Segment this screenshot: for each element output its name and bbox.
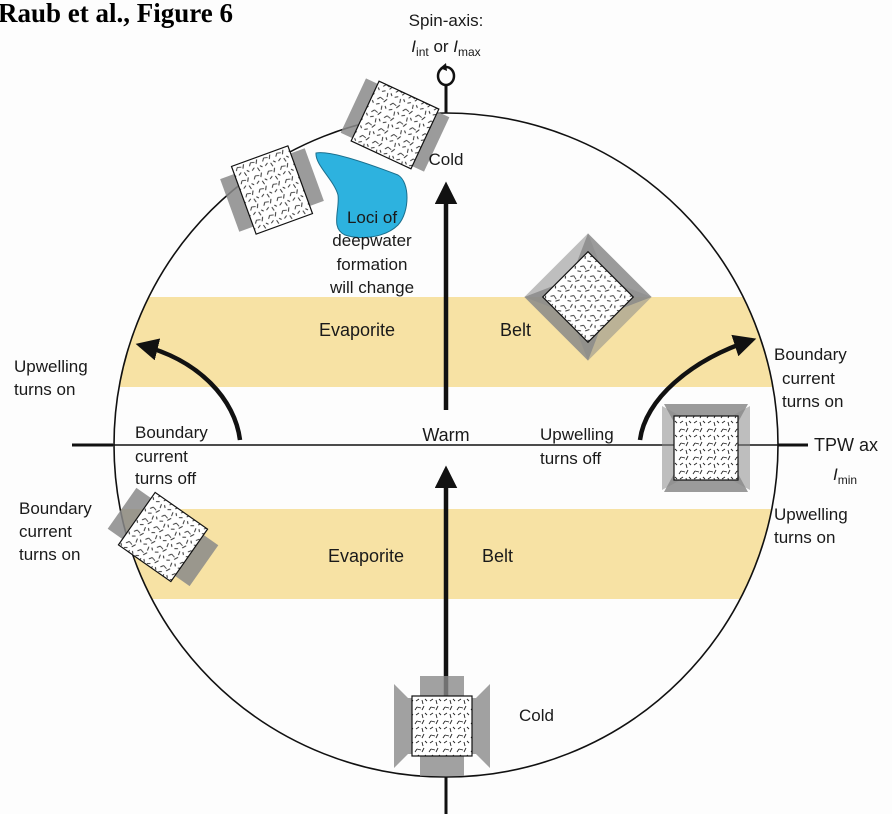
- svg-text:turns on: turns on: [14, 380, 75, 399]
- curved-arrow-left: [135, 338, 243, 441]
- svg-text:Upwelling: Upwelling: [774, 505, 848, 524]
- continent-top-2: [220, 145, 324, 235]
- label-loci: Loci of deepwater formation will change: [329, 208, 414, 297]
- svg-text:current: current: [135, 447, 188, 466]
- svg-text:formation: formation: [337, 255, 408, 274]
- rotation-icon: [436, 63, 456, 87]
- label-boundary-on-left: Boundary current turns on: [19, 499, 92, 564]
- svg-text:deepwater: deepwater: [332, 231, 412, 250]
- curved-arrow-right: [637, 334, 757, 441]
- svg-text:current: current: [782, 369, 835, 388]
- tpw-axis-label: TPW ax: [814, 435, 878, 455]
- svg-text:turns off: turns off: [540, 449, 601, 468]
- label-cold-bottom: Cold: [519, 706, 554, 725]
- deepwater-blob: [315, 152, 408, 238]
- label-evaporite-lower: Evaporite: [328, 546, 404, 566]
- figure-title: Raub et al., Figure 6: [0, 0, 233, 28]
- continent-lower-left: [107, 487, 219, 587]
- continent-right-equator: [662, 404, 750, 492]
- label-upwelling-off: Upwelling turns off: [540, 425, 614, 468]
- label-upwelling-on-right: Upwelling turns on: [774, 505, 848, 547]
- spin-axis-moments: Iint or Imax: [411, 37, 480, 59]
- spin-axis-label: Spin-axis:: [409, 11, 484, 30]
- svg-text:Boundary: Boundary: [19, 499, 92, 518]
- svg-text:Boundary: Boundary: [774, 345, 847, 364]
- label-boundary-on-right: Boundary current turns on: [774, 345, 847, 411]
- svg-text:current: current: [19, 522, 72, 541]
- svg-text:turns on: turns on: [782, 392, 843, 411]
- continent-bottom: [394, 676, 490, 776]
- label-warm: Warm: [422, 425, 469, 445]
- svg-text:will change: will change: [329, 278, 414, 297]
- label-belt-lower: Belt: [482, 546, 513, 566]
- label-cold-top: Cold: [429, 150, 464, 169]
- svg-text:Upwelling: Upwelling: [14, 357, 88, 376]
- svg-text:turns off: turns off: [135, 469, 196, 488]
- svg-text:turns on: turns on: [774, 528, 835, 547]
- label-belt-upper: Belt: [500, 320, 531, 340]
- label-upwelling-on-left: Upwelling turns on: [14, 357, 88, 399]
- tpw-axis-moment: Imin: [833, 465, 857, 487]
- label-current-off: current turns off: [135, 447, 196, 488]
- continent-top-1: [340, 78, 450, 172]
- svg-text:Loci of: Loci of: [347, 208, 397, 227]
- label-evaporite-upper: Evaporite: [319, 320, 395, 340]
- evaporite-belt-upper: [114, 297, 778, 387]
- svg-text:turns on: turns on: [19, 545, 80, 564]
- label-boundary-left: Boundary: [135, 423, 208, 442]
- svg-text:Upwelling: Upwelling: [540, 425, 614, 444]
